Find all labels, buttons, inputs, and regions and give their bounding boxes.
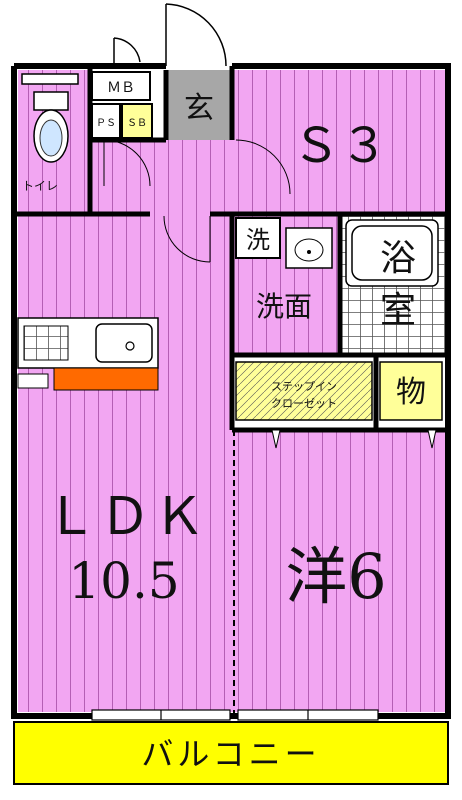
bath-label-1: 浴 (380, 238, 416, 279)
washroom-label: 洗面 (256, 290, 312, 323)
ps-label: ＰＳ (96, 118, 116, 129)
toilet-label: トイレ (22, 179, 58, 193)
ps-box (91, 103, 121, 139)
bathtub-icon (345, 219, 439, 287)
sb-label: ＳＢ (127, 118, 147, 129)
s3-room-floor (232, 70, 448, 214)
hall-floor (90, 140, 232, 214)
laundry-box (235, 217, 281, 259)
toilet-icon (21, 73, 79, 163)
sb-box (121, 103, 153, 139)
ldk-floor (18, 214, 234, 712)
closet-label-2: クローゼット (271, 397, 337, 410)
western-room-floor (234, 430, 448, 712)
laundry-label: 洗 (246, 226, 270, 254)
interior-walls (14, 66, 448, 433)
closet-floor (235, 361, 373, 421)
ldk-label: ＬＤＫ (45, 487, 207, 547)
balcony-label: バルコニー (141, 735, 320, 773)
balcony-windows (91, 709, 379, 721)
balcony (13, 721, 449, 785)
kitchen-counter (17, 317, 159, 391)
ldk-size-label: 10.5 (68, 552, 179, 610)
s3-label: Ｓ３ (292, 118, 388, 174)
storage-floor (379, 361, 443, 421)
entrance-label: 玄 (184, 91, 214, 126)
storage-label: 物 (396, 375, 426, 410)
bath-label-2: 室 (380, 290, 416, 331)
entrance-floor (166, 70, 232, 140)
entrance-door-swing (113, 3, 227, 67)
mb-label: ＭＢ (107, 80, 135, 96)
washbasin-icon (285, 227, 333, 269)
interior-door-swings (103, 139, 291, 263)
closet-door-marks (271, 429, 437, 449)
closet-label-1: ステップイン (271, 380, 337, 393)
western-room-label: 洋6 (285, 540, 386, 613)
mb-box (91, 71, 151, 101)
